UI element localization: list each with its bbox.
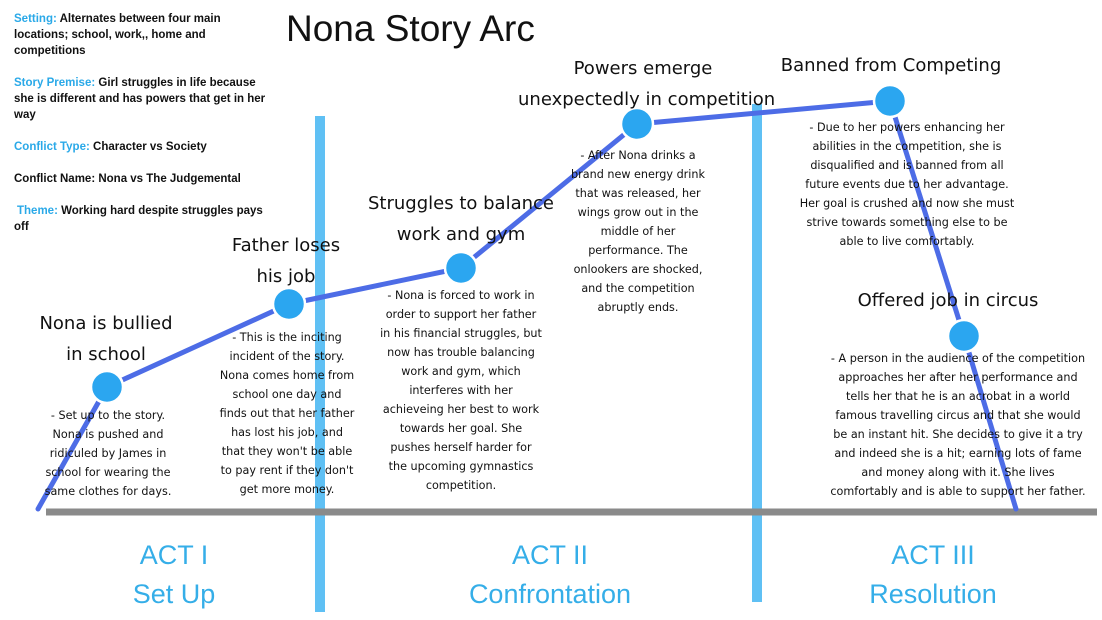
setting-info: Setting: Alternates between four main lo… bbox=[14, 11, 276, 59]
theme-label: Theme: bbox=[17, 205, 58, 217]
theme-info: Theme: Working hard despite struggles pa… bbox=[14, 203, 276, 235]
event-description-circus: - A person in the audience of the compet… bbox=[830, 352, 1086, 498]
event-heading-circus: Offered job in circus bbox=[857, 290, 1039, 311]
event-node-circus bbox=[946, 318, 982, 354]
event-description-bullied: - Set up to the story.Nona is pushed and… bbox=[44, 409, 172, 498]
act-1-number: ACT I bbox=[139, 540, 209, 570]
act-2-number: ACT II bbox=[511, 540, 589, 570]
act-1-name: Set Up bbox=[132, 579, 216, 609]
theme-text: Working hard despite struggles pays off bbox=[14, 205, 263, 233]
act-3-label: ACT III Resolution bbox=[833, 536, 1033, 614]
conflict-name-text: Conflict Name: Nona vs The Judgemental bbox=[14, 173, 241, 185]
story-arc-line bbox=[35, 98, 1019, 512]
premise-text: Girl struggles in life because she is di… bbox=[14, 77, 266, 121]
premise-info: Story Premise: Girl struggles in life be… bbox=[14, 75, 276, 123]
page-title: Nona Story Arc bbox=[286, 8, 535, 49]
setting-label: Setting: bbox=[14, 13, 57, 25]
premise-label: Story Premise: bbox=[14, 77, 96, 89]
event-node-bullied bbox=[89, 369, 125, 405]
conflict-type-info: Conflict Type: Character vs Society bbox=[14, 139, 276, 155]
event-node-father-job bbox=[271, 286, 307, 322]
act-1-label: ACT I Set Up bbox=[74, 536, 274, 614]
act-2-name: Confrontation bbox=[468, 579, 632, 609]
event-heading-banned: Banned from Competing bbox=[780, 55, 1002, 76]
conflict-name-info: Conflict Name: Nona vs The Judgemental bbox=[14, 171, 276, 187]
act-3-number: ACT III bbox=[891, 540, 975, 570]
conflict-type-text: Character vs Society bbox=[93, 141, 207, 153]
conflict-type-label: Conflict Type: bbox=[14, 141, 90, 153]
event-node-powers bbox=[619, 106, 655, 142]
event-node-banned bbox=[872, 83, 908, 119]
act-2-label: ACT II Confrontation bbox=[440, 536, 660, 614]
event-node-balance bbox=[443, 250, 479, 286]
setting-text: Alternates between four main locations; … bbox=[14, 13, 221, 57]
act-3-name: Resolution bbox=[869, 579, 997, 609]
